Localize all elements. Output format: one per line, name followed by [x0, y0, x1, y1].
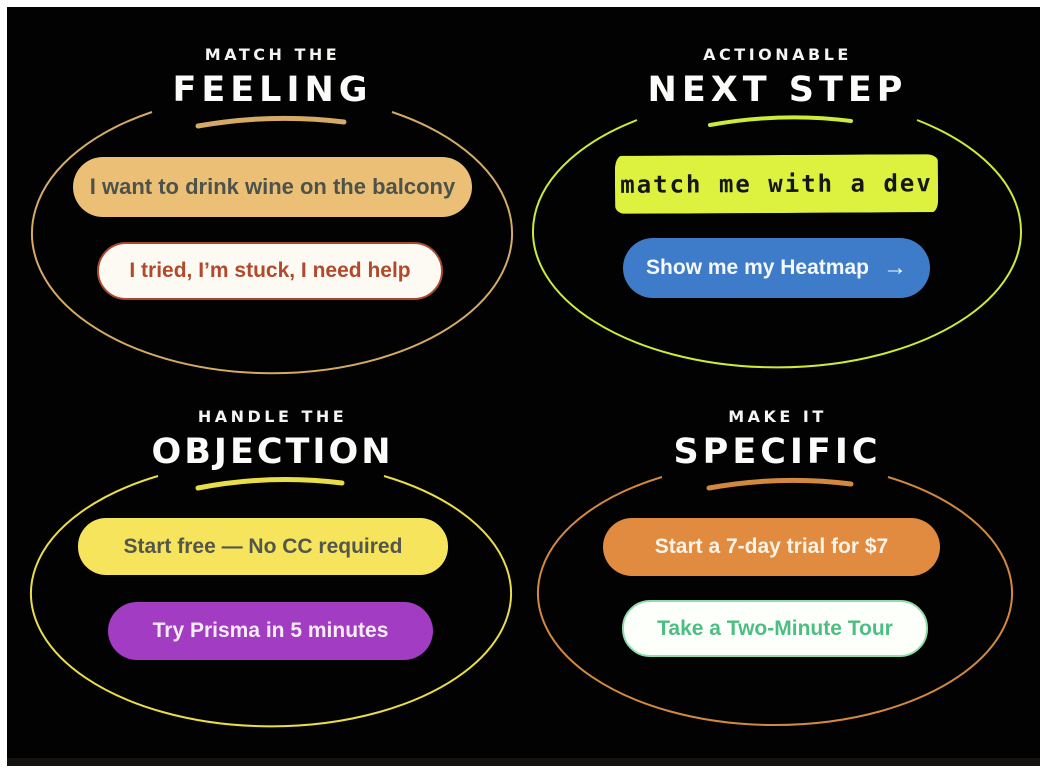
- cta-label: Start a 7-day trial for $7: [654, 535, 889, 558]
- cta-label: I want to drink wine on the balcony: [89, 174, 456, 199]
- arrow-right-icon: →: [882, 254, 907, 281]
- highlight-label: match me with a dev: [620, 169, 933, 199]
- title-feeling: FEELING: [172, 70, 373, 110]
- cta-label: Start free — No CC required: [123, 534, 403, 558]
- cta-chip-try-prisma[interactable]: Try Prisma in 5 minutes: [108, 602, 433, 660]
- cta-label: Show me my Heatmap: [646, 256, 869, 279]
- cta-chip-7-day-trial[interactable]: Start a 7-day trial for $7: [603, 518, 940, 576]
- cta-chip-wine-balcony[interactable]: I want to drink wine on the balcony: [73, 157, 472, 217]
- eyebrow-actionable: ACTIONABLE: [703, 45, 852, 64]
- bottom-strip: [7, 758, 1040, 766]
- eyebrow-handle-the: HANDLE THE: [197, 407, 348, 426]
- cta-chip-start-free-no-cc[interactable]: Start free — No CC required: [78, 518, 448, 575]
- title-objection: OBJECTION: [151, 432, 394, 472]
- title-specific: SPECIFIC: [673, 432, 882, 472]
- eyebrow-match-the: MATCH THE: [204, 45, 341, 64]
- title-next-step: NEXT STEP: [647, 70, 908, 110]
- eyebrow-make-it: MAKE IT: [728, 407, 827, 426]
- cta-chip-show-heatmap[interactable]: Show me my Heatmap →: [623, 238, 930, 298]
- cta-label: I tried, I’m stuck, I need help: [129, 259, 411, 282]
- highlight-match-me-with-a-dev[interactable]: match me with a dev: [614, 154, 939, 214]
- cta-label: Try Prisma in 5 minutes: [152, 619, 389, 642]
- cta-chip-two-minute-tour[interactable]: Take a Two-Minute Tour: [622, 600, 928, 657]
- cta-label: Take a Two-Minute Tour: [657, 616, 893, 640]
- cta-chip-stuck-need-help[interactable]: I tried, I’m stuck, I need help: [97, 242, 443, 300]
